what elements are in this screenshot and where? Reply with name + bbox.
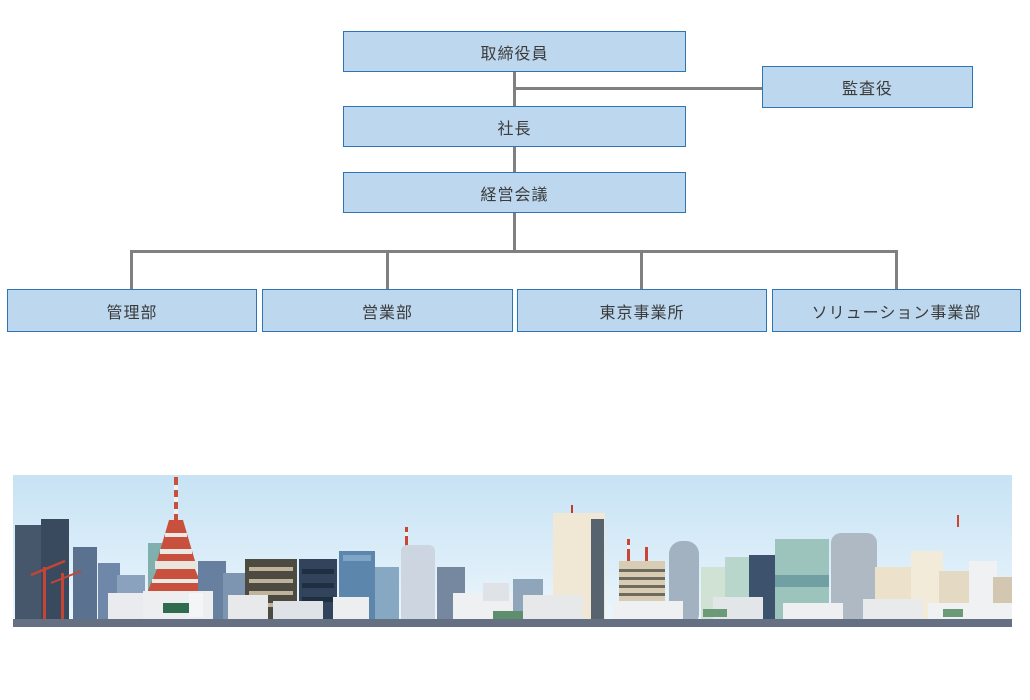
- org-node-auditor: 監査役: [762, 66, 973, 108]
- org-node-sales-dept: 営業部: [262, 289, 513, 332]
- org-node-board: 取締役員: [343, 31, 686, 72]
- connector-drop-admin: [130, 250, 133, 289]
- connector-drop-sales: [386, 250, 389, 289]
- org-node-exec-meeting: 経営会議: [343, 172, 686, 213]
- org-node-tokyo-office: 東京事業所: [517, 289, 767, 332]
- connector-bus: [130, 250, 898, 253]
- tokyo-tower: [147, 477, 205, 593]
- connector-to-auditor: [513, 87, 762, 90]
- connector-drop-tokyo: [640, 250, 643, 289]
- connector-exec-bus: [513, 213, 516, 253]
- tokyo-skyline-photo: [13, 475, 1012, 627]
- connector-president-exec: [513, 147, 516, 172]
- org-node-admin-dept: 管理部: [7, 289, 257, 332]
- connector-drop-solution: [895, 250, 898, 289]
- org-node-solution-div: ソリューション事業部: [772, 289, 1021, 332]
- skyline-lowrise-band: [13, 591, 1012, 627]
- org-node-president: 社長: [343, 106, 686, 147]
